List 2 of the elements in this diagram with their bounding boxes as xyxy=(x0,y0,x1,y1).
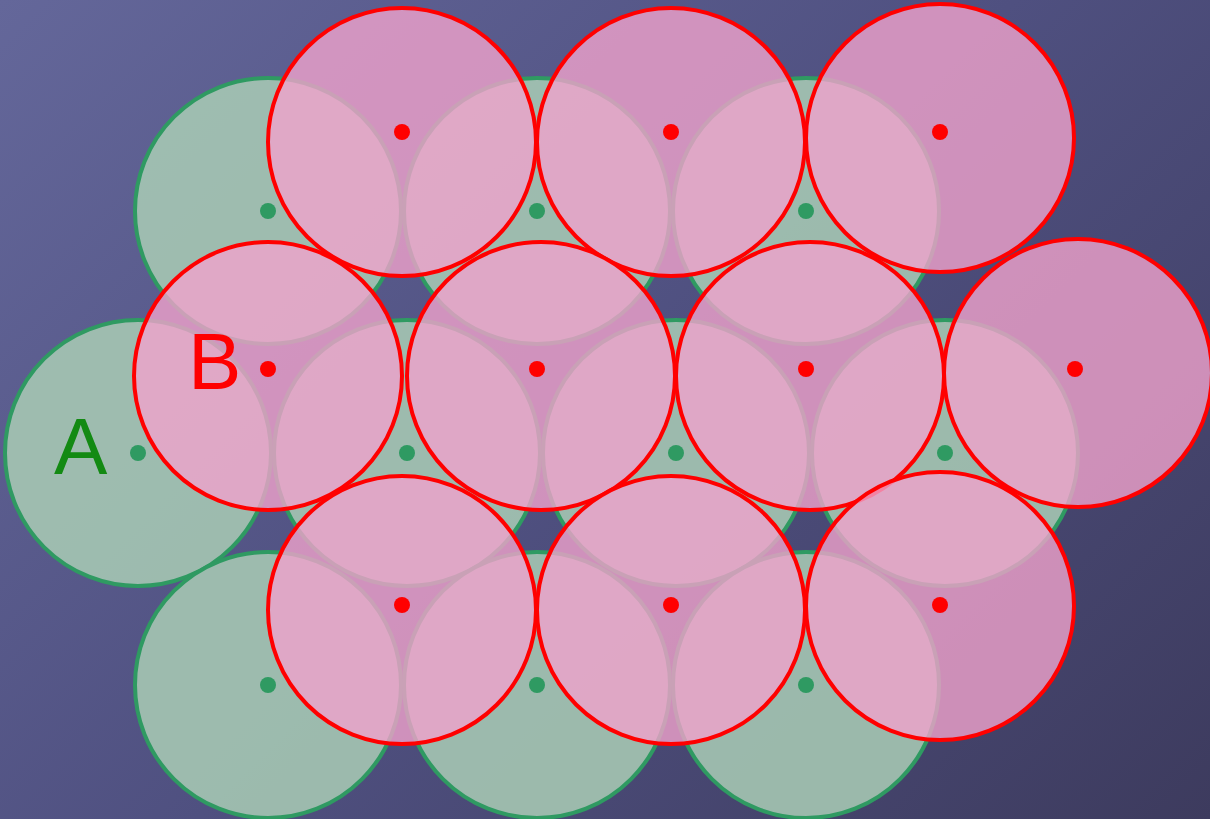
layer-label: A xyxy=(54,407,108,487)
layer-label: B xyxy=(188,322,242,402)
